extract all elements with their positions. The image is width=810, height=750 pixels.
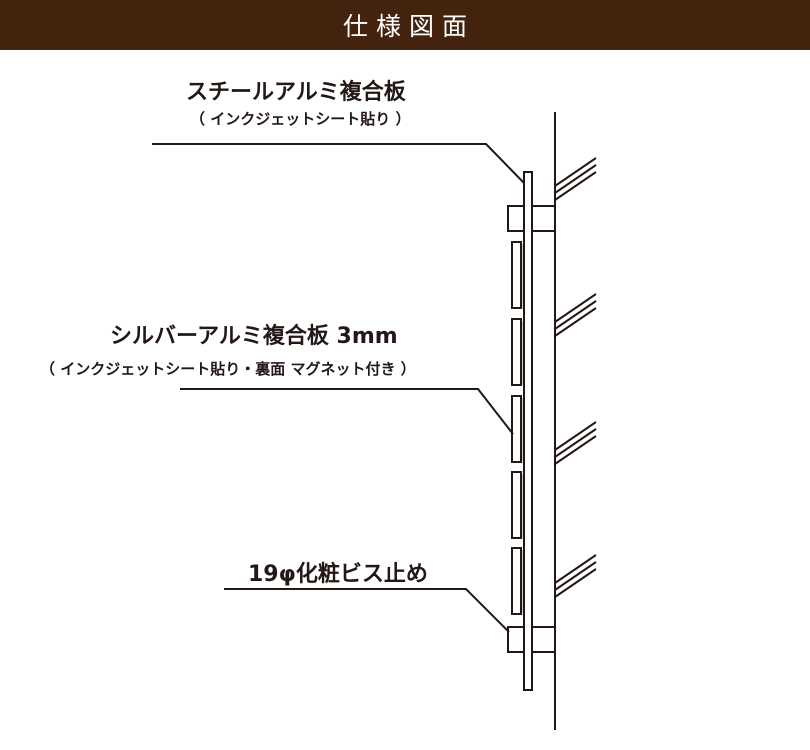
leader-steel-panel	[152, 143, 525, 184]
label-steel-panel-sub: （ インクジェットシート貼り ）	[190, 110, 411, 128]
label-silver-panel-sub: （ インクジェットシート貼り・裏面 マグネット付き ）	[40, 360, 416, 378]
leader-silver-panel	[180, 388, 514, 435]
header-bar: 仕様図面	[0, 0, 810, 50]
leader-screw	[224, 588, 510, 633]
magnets	[511, 241, 524, 615]
sign-panel	[523, 171, 533, 691]
label-silver-panel: シルバーアルミ複合板 3mm	[110, 324, 398, 349]
page-title: 仕様図面	[342, 12, 475, 41]
wall-hatch-2	[554, 293, 597, 337]
wall-hatch-3	[554, 421, 597, 465]
wall-hatch-1	[554, 157, 597, 201]
label-steel-panel: スチールアルミ複合板	[186, 80, 406, 105]
wall-hatch-4	[554, 554, 597, 598]
label-screw: 19φ化粧ビス止め	[248, 562, 428, 587]
